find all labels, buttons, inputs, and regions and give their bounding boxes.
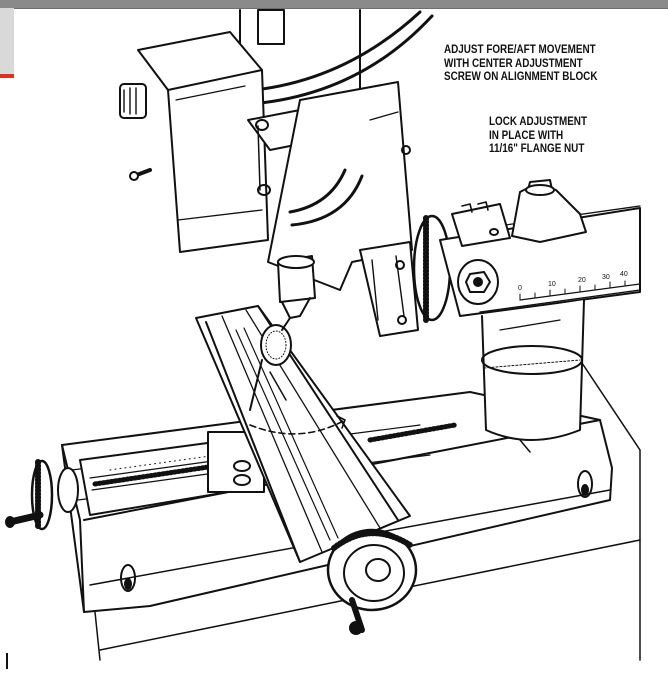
callout-2-line-1: LOCK ADJUSTMENT: [489, 116, 587, 128]
rotary-arm: 0 10 20 30 40: [412, 179, 641, 453]
scale-label-40: 40: [620, 271, 628, 278]
callout-1-line-1: ADJUST FORE/AFT MOVEMENT: [444, 44, 596, 56]
callout-fore-aft-adjustment: ADJUST FORE/AFT MOVEMENT WITH CENTER ADJ…: [444, 44, 597, 85]
callout-2-line-2: IN PLACE WITH: [489, 129, 564, 142]
side-tab: [0, 8, 14, 74]
y-axis-table: [195, 305, 418, 635]
callout-1-line-2: WITH CENTER ADJUSTMENT: [444, 57, 583, 70]
header-bar: [0, 0, 668, 9]
scale-label-0: 0: [518, 285, 522, 292]
scale-label-30: 30: [602, 274, 610, 281]
callout-1-line-3: SCREW ON ALIGNMENT BLOCK: [444, 71, 598, 83]
page-edge-mark: [6, 653, 8, 669]
x-axis-slide: [5, 422, 458, 531]
side-tab-accent: [0, 74, 14, 78]
callout-2-line-3: 11/16" FLANGE NUT: [489, 143, 585, 155]
scale-label-20: 20: [578, 277, 586, 284]
milling-head: [119, 9, 434, 411]
callout-lock-adjustment: LOCK ADJUSTMENT IN PLACE WITH 11/16" FLA…: [489, 116, 587, 157]
scale-label-10: 10: [548, 281, 556, 288]
